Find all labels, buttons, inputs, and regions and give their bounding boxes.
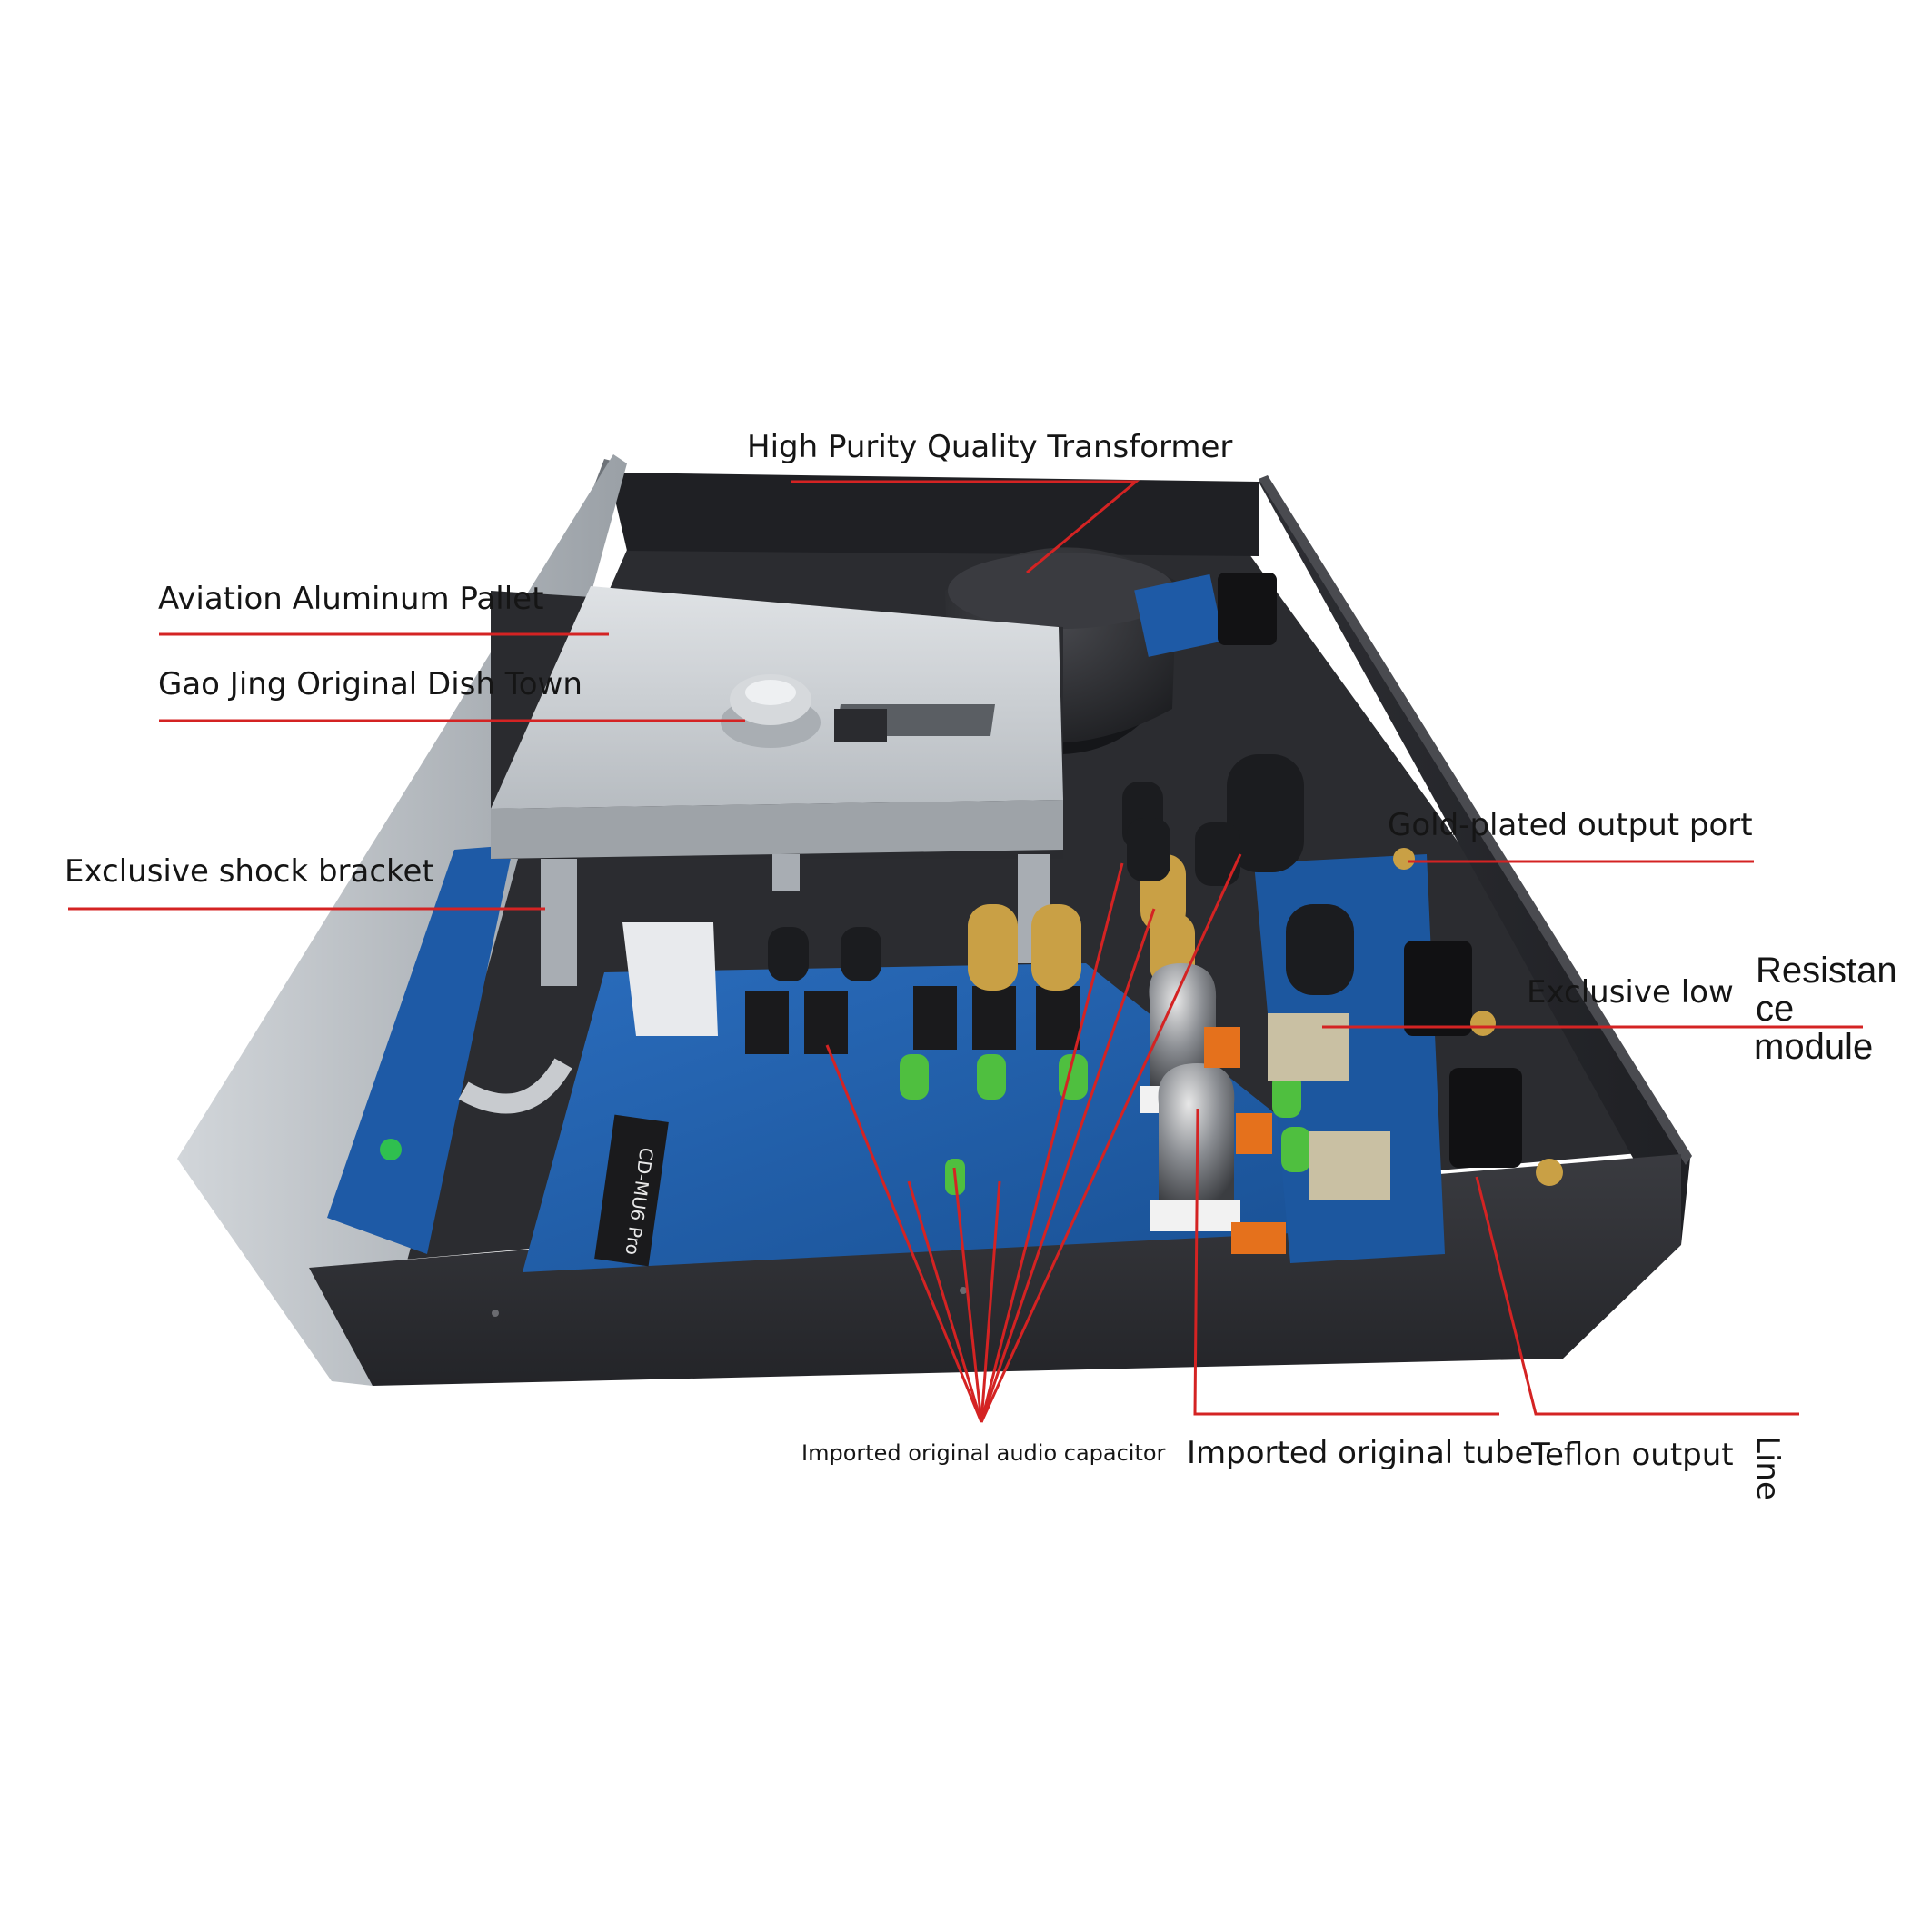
label-pallet: Aviation Aluminum Pallet [158,581,544,617]
green-capacitor [1272,1072,1301,1118]
transformer-cap [948,553,1175,629]
cd-chip [594,1114,669,1267]
leader-capacitor [980,908,1156,1423]
leader-capacitor [825,1044,983,1423]
gold-rca-port [1536,1159,1563,1186]
orange-capacitor [1231,1222,1286,1254]
label-low-resistance-b3: module [1754,1027,1874,1067]
grey-ribbon [458,1058,572,1114]
label-dish-town: Gao Jing Original Dish Town [158,666,582,702]
black-capacitor [841,927,881,981]
leader-capacitor [980,853,1242,1423]
tube-socket [1150,1200,1240,1231]
label-shock-bracket: Exclusive shock bracket [65,853,434,890]
chassis-back-wall [609,473,1259,556]
label-transformer: High Purity Quality Transformer [747,429,1233,465]
shock-post [772,854,800,891]
label-tube: Imported original tube [1187,1435,1534,1471]
leader-capacitor [980,1180,1001,1423]
leader-transformer [791,480,1140,574]
label-low-resistance-b2: ce [1756,989,1795,1029]
regulator [972,986,1016,1050]
vacuum-tube [1149,963,1217,1086]
label-audio-capacitor: Imported original audio capacitor [801,1440,1166,1466]
right-wall-top [1259,475,1692,1165]
regulator [804,991,848,1054]
black-capacitor [1227,754,1304,872]
label-low-resistance-b1: Resistan [1756,951,1897,991]
label-gold-port: Gold-plated output port [1388,807,1753,843]
leader-capacitor [952,1167,983,1423]
gold-capacitor [968,904,1018,991]
orange-capacitor [1236,1113,1272,1154]
laser-head [834,709,887,742]
power-board [1134,573,1224,657]
front-control-board [327,845,513,1254]
resistance-module [1268,1013,1349,1081]
green-capacitor [1281,1127,1310,1172]
leader-capacitor [907,1180,983,1423]
board-led [380,1139,402,1160]
label-low-resistance-a: Exclusive low [1527,974,1734,1011]
gold-rca-port [1470,1011,1496,1036]
regulator [913,986,957,1050]
green-capacitor [900,1054,929,1100]
black-capacitor [768,927,809,981]
orange-capacitor [1204,1027,1240,1068]
tray-front-edge [491,800,1063,859]
power-inlet [1218,573,1277,645]
label-teflon: Teflon output [1531,1437,1734,1473]
front-screw [492,1310,499,1317]
front-screw [960,1287,967,1294]
label-line: Line [1749,1436,1786,1500]
shock-post [541,859,577,986]
ribbon-cable [622,922,718,1036]
xlr-jack [1404,941,1472,1036]
green-capacitor [977,1054,1006,1100]
resistance-module [1309,1131,1390,1200]
black-capacitor [1195,822,1240,886]
leader-capacitor [980,862,1124,1423]
regulator [1036,986,1080,1050]
black-capacitor [1127,818,1170,881]
spindle-top [745,680,796,705]
black-capacitor [1286,904,1354,995]
regulator [745,991,789,1054]
gold-capacitor [1031,904,1081,991]
xlr-jack [1449,1068,1522,1168]
leader-tube [1193,1108,1499,1416]
leader-teflon [1475,1176,1799,1416]
gold-rca-port [1393,848,1415,870]
